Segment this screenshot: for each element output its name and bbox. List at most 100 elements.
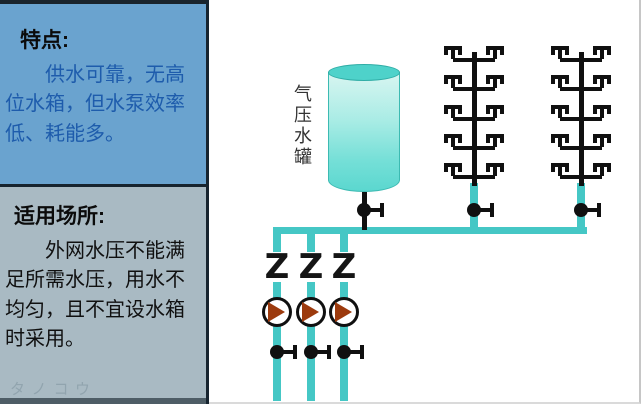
- faucet-leg: [500, 109, 504, 114]
- faucet-cap: [551, 163, 569, 167]
- faucet-cap: [444, 75, 462, 79]
- faucet-leg: [565, 138, 569, 143]
- faucet-arm: [474, 87, 495, 91]
- faucet-leg: [593, 109, 597, 114]
- faucet-cap: [486, 105, 504, 109]
- valve-handle: [360, 345, 364, 359]
- faucet-leg: [458, 138, 462, 143]
- features-body: 供水可靠，无高位水箱，但水泵效率低、耗能多。: [5, 64, 185, 145]
- faucet-arm: [560, 87, 581, 91]
- faucet-leg: [486, 167, 490, 172]
- diagram-canvas: [209, 0, 641, 404]
- faucet-arm: [474, 117, 495, 121]
- main-pipe: [273, 227, 587, 234]
- faucet-leg: [500, 79, 504, 84]
- faucet-leg: [593, 167, 597, 172]
- faucet-stem: [493, 109, 497, 118]
- valve-stem: [350, 350, 361, 354]
- valve-stem: [317, 350, 328, 354]
- faucet-leg: [486, 138, 490, 143]
- sidebar-bottom-edge: [0, 398, 206, 404]
- faucet-arm: [560, 117, 581, 121]
- pump-triangle-icon: [268, 302, 285, 322]
- faucet-leg: [607, 109, 611, 114]
- faucet-leg: [500, 167, 504, 172]
- faucet-leg: [444, 79, 448, 84]
- faucet-arm: [453, 146, 474, 150]
- faucet-cap: [444, 46, 462, 50]
- faucet-leg: [444, 50, 448, 55]
- faucet-arm: [560, 175, 581, 179]
- faucet-leg: [486, 79, 490, 84]
- faucet-cap: [551, 46, 569, 50]
- valve-stem: [283, 350, 294, 354]
- faucet-cap: [593, 75, 611, 79]
- faucet-leg: [565, 109, 569, 114]
- valve-handle: [490, 203, 494, 217]
- faucet-arm: [453, 175, 474, 179]
- faucet-stem: [558, 50, 562, 59]
- sidebar: 特点: 供水可靠，无高位水箱，但水泵效率低、耗能多。 适用场所: 外网水压不能满…: [0, 0, 209, 404]
- faucet-arm: [581, 146, 602, 150]
- pump-triangle-icon: [335, 302, 352, 322]
- faucet-arm: [581, 87, 602, 91]
- faucet-leg: [551, 50, 555, 55]
- faucet-cap: [486, 134, 504, 138]
- valve-body-icon: [357, 203, 371, 217]
- faucet-arm: [453, 58, 474, 62]
- faucet-leg: [458, 50, 462, 55]
- faucet-leg: [551, 109, 555, 114]
- faucet-arm: [560, 146, 581, 150]
- faucet-stem: [558, 167, 562, 176]
- valve-body-icon: [337, 345, 351, 359]
- valve-body-icon: [574, 203, 588, 217]
- faucet-stem: [451, 109, 455, 118]
- faucet-leg: [551, 79, 555, 84]
- faucet-stem: [451, 50, 455, 59]
- faucet-leg: [565, 50, 569, 55]
- faucet-leg: [500, 50, 504, 55]
- valve-stem: [480, 208, 491, 212]
- faucet-arm: [581, 58, 602, 62]
- watermark-text: タノコウ: [10, 381, 97, 398]
- faucet-stem: [558, 138, 562, 147]
- features-panel: 特点: 供水可靠，无高位水箱，但水泵效率低、耗能多。: [0, 4, 206, 184]
- faucet-leg: [593, 50, 597, 55]
- faucet-arm: [453, 87, 474, 91]
- faucet-stem: [558, 109, 562, 118]
- faucet-arm: [581, 117, 602, 121]
- faucet-leg: [458, 79, 462, 84]
- valve-body-icon: [467, 203, 481, 217]
- check-valve-icon: Z: [330, 247, 358, 287]
- faucet-stem: [600, 109, 604, 118]
- faucet-leg: [607, 79, 611, 84]
- faucet-stem: [451, 79, 455, 88]
- valve-stem: [587, 208, 598, 212]
- faucet-cap: [551, 134, 569, 138]
- pump-icon: [296, 297, 326, 327]
- faucet-cap: [486, 75, 504, 79]
- tank-label: 罐: [294, 147, 312, 167]
- faucet-leg: [607, 167, 611, 172]
- faucet-leg: [607, 138, 611, 143]
- valve-handle: [327, 345, 331, 359]
- faucet-cap: [444, 163, 462, 167]
- faucet-arm: [474, 58, 495, 62]
- faucet-leg: [551, 167, 555, 172]
- panel-divider: [0, 184, 206, 187]
- valve-body-icon: [270, 345, 284, 359]
- tank-label: 水: [294, 126, 312, 146]
- faucet-arm: [474, 175, 495, 179]
- faucet-stem: [493, 79, 497, 88]
- faucet-leg: [565, 79, 569, 84]
- faucet-arm: [560, 58, 581, 62]
- faucet-cap: [593, 134, 611, 138]
- usage-panel: 适用场所: 外网水压不能满足所需水压，用水不均匀，且不宜设水箱时采用。: [0, 187, 206, 398]
- faucet-leg: [458, 109, 462, 114]
- pump-icon: [329, 297, 359, 327]
- faucet-leg: [444, 167, 448, 172]
- faucet-stem: [451, 138, 455, 147]
- faucet-cap: [486, 46, 504, 50]
